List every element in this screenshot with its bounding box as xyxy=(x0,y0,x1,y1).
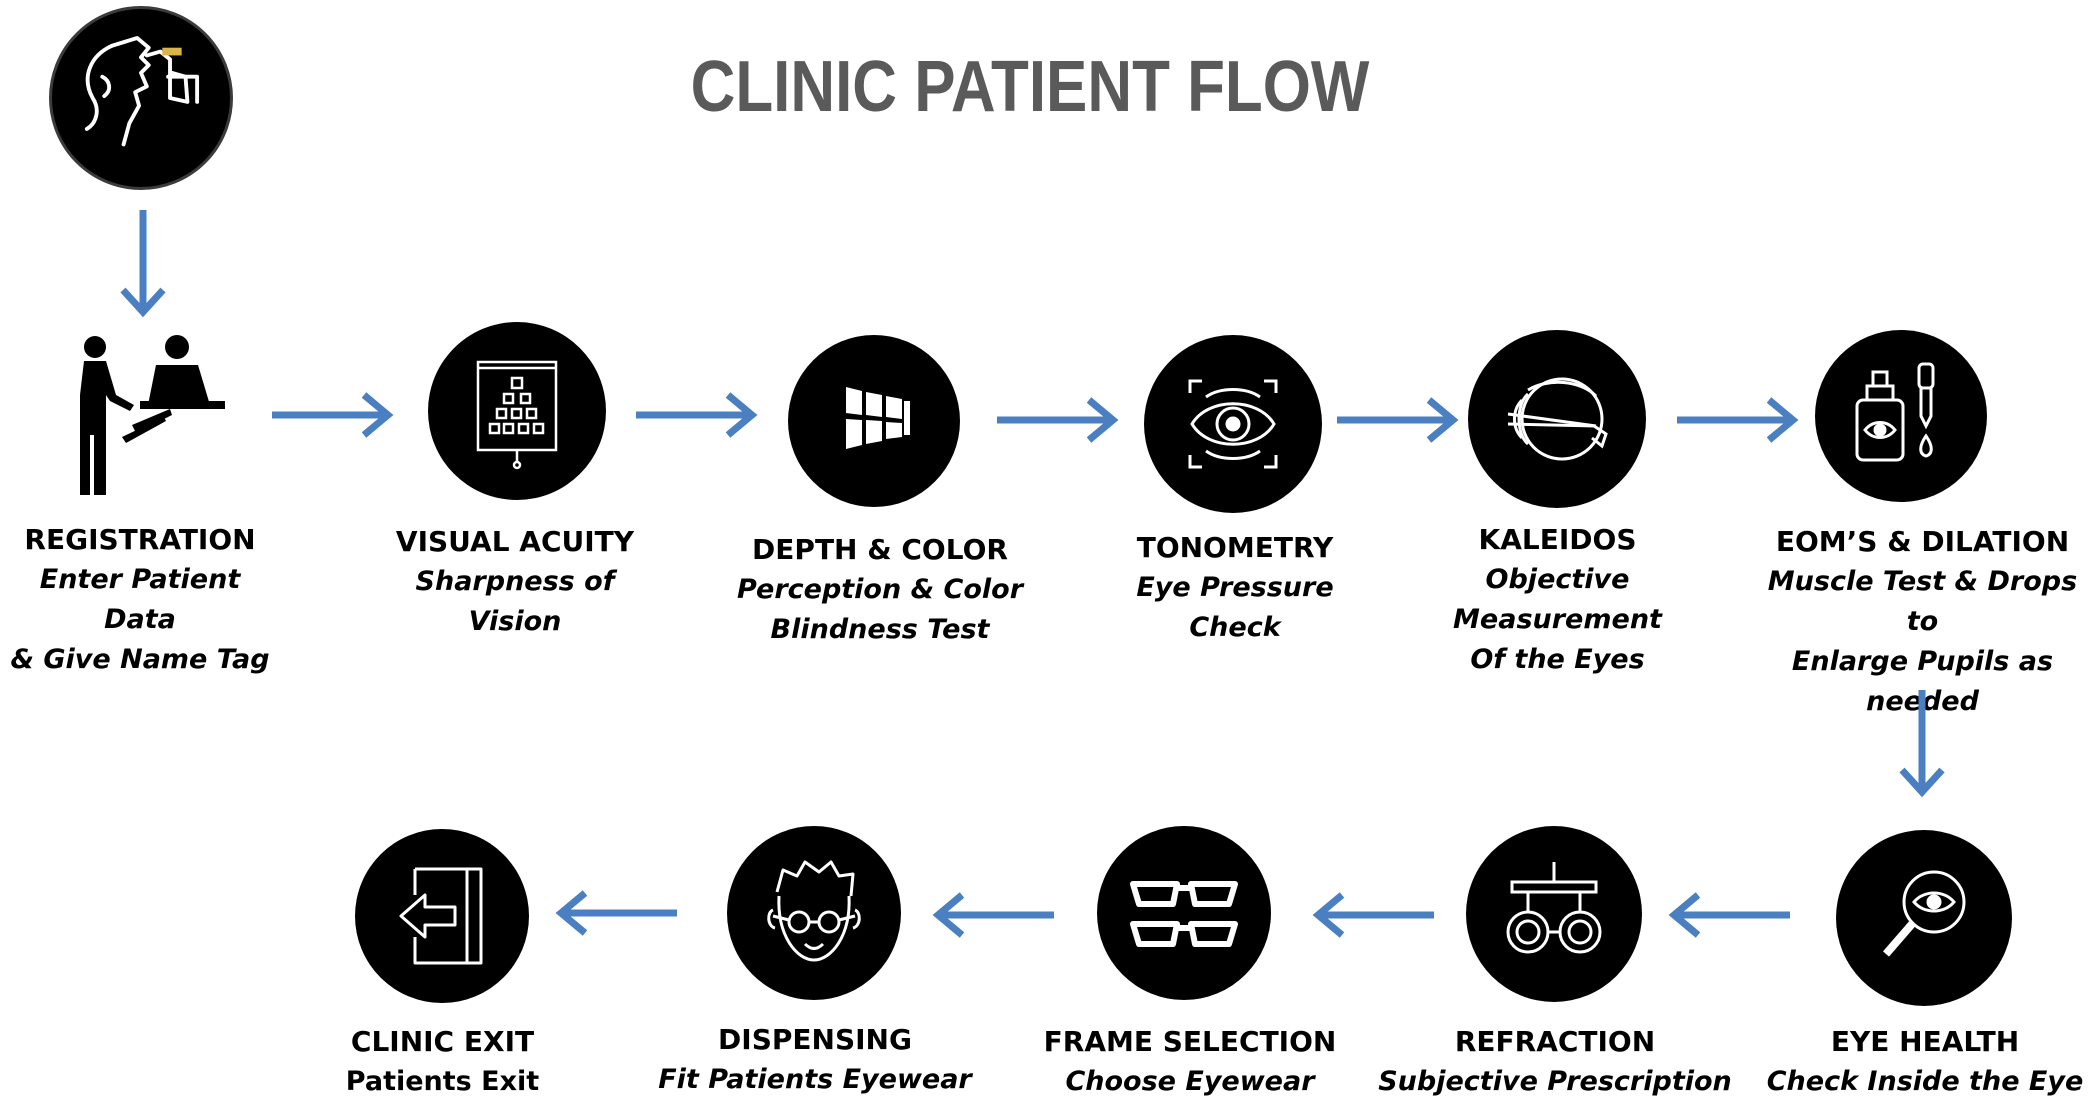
step-title: EOM’S & DILATION xyxy=(1775,525,2070,558)
step-label-kaleidos: KALEIDOS Objective Measurement Of the Ey… xyxy=(1385,520,1730,680)
arrow-logo-to-registration xyxy=(118,210,168,320)
step-desc-line: Enlarge Pupils as xyxy=(1791,646,2054,677)
step-label-clinic-exit: CLINIC EXIT Patients Exit xyxy=(290,1022,595,1102)
arrow-right xyxy=(997,395,1121,445)
step-label-dispensing: DISPENSING Fit Patients Eyewear xyxy=(645,1020,985,1100)
step-desc-line: Fit Patients Eyewear xyxy=(658,1064,972,1095)
step-label-registration: REGISTRATION Enter Patient Data & Give N… xyxy=(0,520,280,680)
step-title: VISUAL ACUITY xyxy=(395,525,635,558)
step-desc-line: Eye Pressure Check xyxy=(1136,572,1334,643)
step-desc-line: Sharpness of Vision xyxy=(415,566,615,637)
autorefractor-logo-icon xyxy=(49,6,233,190)
step-desc-line: Enter Patient Data xyxy=(39,564,241,635)
step-title: CLINIC EXIT xyxy=(350,1025,535,1058)
eye-drops-icon xyxy=(1815,330,1987,502)
glasses-icon xyxy=(1097,826,1271,1000)
boy-glasses-icon xyxy=(727,826,901,1000)
eye-scan-icon xyxy=(1144,335,1322,513)
step-label-depth-color: DEPTH & COLOR Perception & Color Blindne… xyxy=(730,530,1030,650)
page-title: CLINIC PATIENT FLOW xyxy=(690,47,1370,127)
arrow-right xyxy=(1677,395,1801,445)
step-label-visual-acuity: VISUAL ACUITY Sharpness of Vision xyxy=(370,522,660,642)
step-desc-line: Muscle Test & Drops to xyxy=(1767,566,2078,637)
arrow-right xyxy=(636,390,760,440)
step-label-refraction: REFRACTION Subjective Prescription xyxy=(1375,1022,1735,1102)
step-title: EYE HEALTH xyxy=(1830,1025,2020,1058)
arrow-left xyxy=(930,890,1054,940)
arrow-down xyxy=(1897,690,1947,800)
step-desc-line: Subjective Prescription xyxy=(1378,1066,1732,1097)
step-desc-line: Objective Measurement xyxy=(1453,564,1662,635)
depth-grid-icon xyxy=(788,335,960,507)
step-title: DISPENSING xyxy=(718,1023,912,1056)
arrow-left xyxy=(1666,890,1790,940)
step-title: REFRACTION xyxy=(1454,1025,1656,1058)
step-desc-line: & Give Name Tag xyxy=(10,644,270,675)
step-desc-line: Patients Exit xyxy=(345,1066,540,1097)
step-label-frame-selection: FRAME SELECTION Choose Eyewear xyxy=(1020,1022,1360,1102)
arrow-right xyxy=(1337,395,1461,445)
step-desc-line: Blindness Test xyxy=(770,614,990,645)
arrow-right xyxy=(272,390,396,440)
arrow-left xyxy=(1310,890,1434,940)
step-desc-line: Perception & Color xyxy=(736,574,1024,605)
arrow-left xyxy=(553,888,677,938)
registration-desk-icon xyxy=(60,335,225,500)
eye-chart-icon xyxy=(428,322,606,500)
phoropter-icon xyxy=(1466,826,1642,1002)
step-title: TONOMETRY xyxy=(1136,531,1334,564)
step-title: KALEIDOS xyxy=(1478,523,1637,556)
step-title: REGISTRATION xyxy=(24,523,256,556)
exit-door-icon xyxy=(355,829,529,1003)
step-title: DEPTH & COLOR xyxy=(752,533,1008,566)
step-label-tonometry: TONOMETRY Eye Pressure Check xyxy=(1090,528,1380,648)
step-desc-line: Of the Eyes xyxy=(1470,644,1645,675)
step-label-eye-health: EYE HEALTH Check Inside the Eye xyxy=(1765,1022,2085,1102)
step-desc-line: Choose Eyewear xyxy=(1065,1066,1315,1097)
eyeball-anatomy-icon xyxy=(1468,330,1646,508)
step-desc-line: Check Inside the Eye xyxy=(1766,1066,2084,1097)
step-title: FRAME SELECTION xyxy=(1043,1025,1337,1058)
magnifier-eye-icon xyxy=(1836,830,2012,1006)
